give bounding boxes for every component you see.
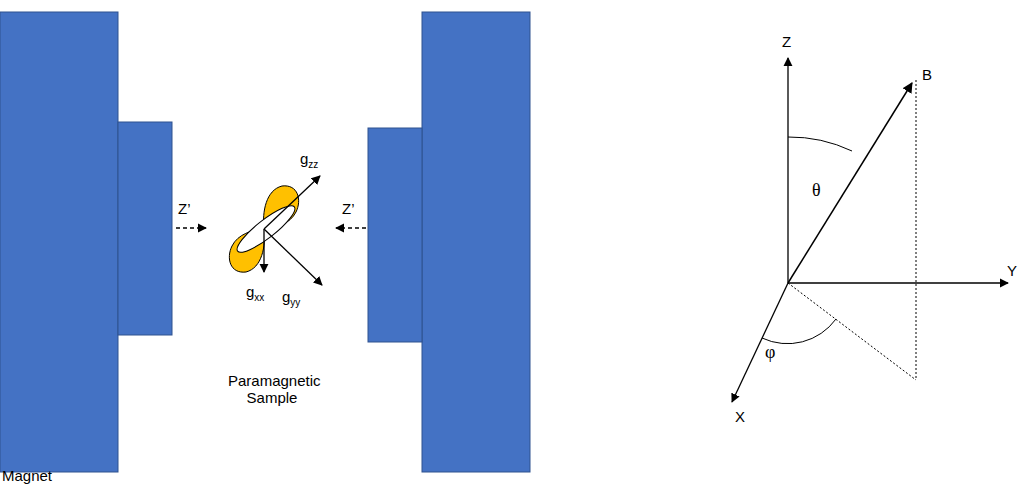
projection-line xyxy=(916,80,917,380)
theta-arc xyxy=(788,137,852,151)
phi-arc xyxy=(762,319,836,344)
y-axis xyxy=(788,282,1008,283)
axis-label: Y xyxy=(1007,262,1017,279)
g-axis xyxy=(264,176,320,229)
orbital-ring xyxy=(232,200,300,259)
magnet-pole xyxy=(422,12,530,472)
axis-label: X xyxy=(735,408,745,425)
axis-label: Z’ xyxy=(178,200,191,217)
axis-label: Z xyxy=(782,33,791,50)
g-tensor-label: gyy xyxy=(282,288,300,309)
angle-label: φ xyxy=(765,342,775,363)
axis-label: Z’ xyxy=(342,200,355,217)
sample-label: Paramagnetic Sample xyxy=(228,372,316,407)
field-arrow xyxy=(176,227,206,228)
vector-label: B xyxy=(922,66,932,83)
projection-line xyxy=(788,283,916,380)
x-axis xyxy=(732,283,788,402)
magnet-label: Magnet xyxy=(2,467,52,484)
g-tensor-label: gzz xyxy=(300,150,318,171)
g-axis xyxy=(264,229,322,285)
g-axis xyxy=(263,229,264,272)
angle-label: θ xyxy=(812,180,821,201)
magnet-pole xyxy=(0,12,118,472)
field-arrow xyxy=(336,227,366,228)
z-axis xyxy=(787,58,788,283)
magnet-pole-tip xyxy=(118,122,172,335)
g-tensor-label: gxx xyxy=(246,283,264,304)
magnet-pole-tip xyxy=(368,128,422,342)
b-vector xyxy=(788,83,912,283)
